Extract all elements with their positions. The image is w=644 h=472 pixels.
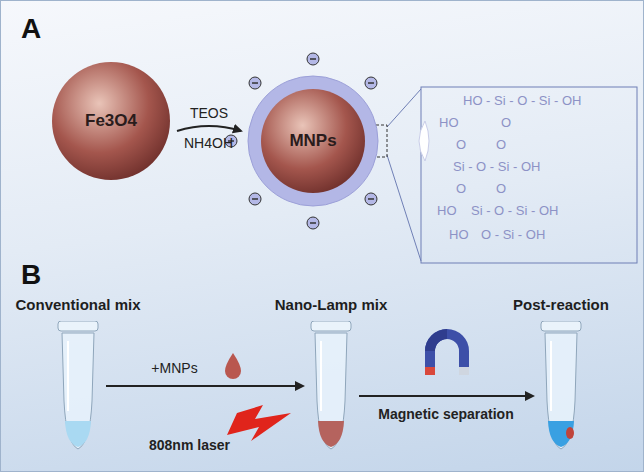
chem-group: HO [439, 115, 459, 130]
tube: Nano-Lamp mix [309, 321, 353, 451]
chem-group: HO - Si - O - Si - OH [463, 93, 581, 108]
chem-group: HO [449, 227, 469, 242]
charge-symbol [365, 77, 377, 89]
charge-symbol [368, 198, 374, 200]
laser-label: 808nm laser [149, 437, 230, 453]
tube-heading: Post-reaction [513, 296, 609, 313]
coated-particle: MNPs [247, 75, 379, 207]
process-arrow [359, 395, 533, 397]
chem-group: Si - O - Si - OH [471, 203, 558, 218]
chem-group: O [456, 137, 466, 152]
tube: Conventional mix [56, 321, 100, 451]
chem-group: Si - O - Si - OH [453, 159, 540, 174]
chem-group: O [501, 115, 511, 130]
arrow-label: Magnetic separation [378, 406, 513, 422]
charge-symbol [249, 77, 261, 89]
core-particle: Fe3O4 [51, 61, 171, 181]
charge-symbol [252, 198, 258, 200]
particle-label: Fe3O4 [85, 111, 137, 131]
chem-group: O - Si - OH [481, 227, 545, 242]
charge-symbol [368, 82, 374, 84]
charge-symbol [249, 193, 261, 205]
tube-heading: Conventional mix [15, 296, 140, 313]
tube: Post-reaction [539, 321, 583, 451]
process-arrow [106, 385, 303, 387]
chem-group: O [496, 137, 506, 152]
tube-outline [56, 321, 100, 451]
panel-letter: B [21, 259, 41, 291]
process-arrow [177, 126, 241, 131]
particle-label: MNPs [289, 131, 336, 151]
arrow-label: TEOS [190, 105, 228, 121]
arrow-label: +MNPs [151, 360, 197, 376]
tube-outline [539, 321, 583, 451]
charge-symbol [252, 82, 258, 84]
reagent-label: NH4OH [184, 135, 233, 151]
chem-group: O [496, 181, 506, 196]
chem-group: O [456, 181, 466, 196]
chem-group: HO [437, 203, 457, 218]
tube-outline [309, 321, 353, 451]
charge-symbol [307, 53, 319, 65]
panel-letter: A [21, 13, 41, 45]
tube-heading: Nano-Lamp mix [275, 296, 388, 313]
charge-symbol [310, 222, 316, 224]
charge-symbol [310, 58, 316, 60]
charge-symbol [307, 217, 319, 229]
charge-symbol [365, 193, 377, 205]
